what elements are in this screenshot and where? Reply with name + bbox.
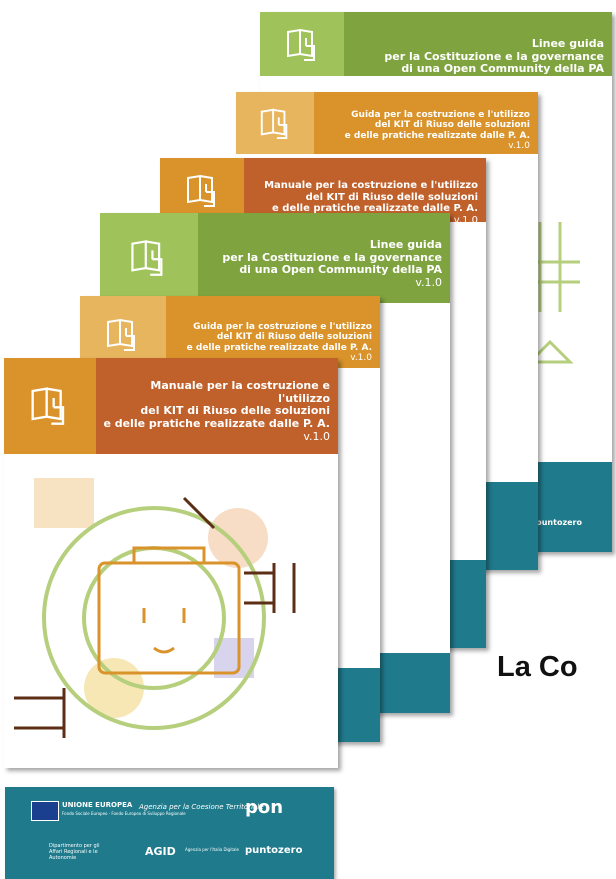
book-hand-icon — [187, 174, 215, 207]
card-version: v.1.0 — [577, 74, 604, 88]
book-icon-box — [236, 92, 314, 154]
card-title-line: e delle pratiche realizzate dalle P. A. — [272, 203, 478, 214]
card-title-line: del KIT di Riuso delle soluzioni — [374, 120, 530, 131]
agid-logo: AGID — [145, 845, 176, 858]
dept-logo: Dipartimento per gli Affari Regionali e … — [49, 843, 100, 861]
card-title-line: Linee guida — [531, 37, 604, 50]
card-version: v.1.0 — [508, 141, 530, 152]
card-title-line: Guida per la costruzione e l'utilizzo — [193, 322, 372, 332]
card-title-line: del KIT di Riuso delle soluzioni — [140, 404, 330, 418]
card-title-line: e delle pratiche realizzate dalle P. A. — [103, 416, 330, 430]
card-title-line: Linee guida — [369, 238, 442, 251]
card-title-line: di una Open Community della PA — [401, 62, 604, 76]
card-title-line: del KIT di Riuso delle soluzioni — [216, 332, 372, 343]
book-hand-icon — [287, 28, 315, 61]
card-title-line: del KIT di Riuso delle soluzioni — [305, 191, 478, 203]
card-title-line: Guida per la costruzione e l'utilizzo — [351, 110, 530, 120]
card-title-line: di una Open Community della PA — [239, 263, 442, 277]
pon-logo: pon — [245, 797, 284, 818]
book-hand-icon — [107, 318, 135, 351]
book-hand-icon — [260, 108, 288, 140]
toolbox-gear-illustration — [14, 478, 296, 738]
puntozero-logo: puntozero — [536, 518, 582, 527]
book-icon-box — [80, 296, 166, 368]
eu-logo-subtitle: Fondo Sociale Europeo · Fondo Europeo di… — [62, 811, 186, 816]
agid-logo-subtitle: Agenzia per l'Italia Digitale — [185, 847, 239, 852]
agency-logo: Agenzia per la Coesione Territoriale — [139, 803, 264, 811]
book-icon-box — [260, 12, 344, 76]
book-icon-box — [4, 358, 96, 454]
doc-cover-manuale-kit-front: Manuale per la costruzione e l'utilizzo … — [4, 358, 338, 768]
card-version: v.1.0 — [453, 214, 478, 226]
book-hand-icon — [131, 240, 163, 276]
book-icon-box — [160, 158, 244, 222]
card-title-line: per la Costituzione e la governance — [384, 49, 604, 63]
card-title-line: e delle pratiche realizzate dalle P. A. — [344, 130, 530, 141]
book-icon-box — [100, 213, 198, 303]
sponsor-logos-strip: UNIONE EUROPEA Fondo Sociale Europeo · F… — [5, 787, 334, 879]
card-version: v.1.0 — [350, 353, 372, 364]
card-title-line: e delle pratiche realizzate dalle P. A. — [186, 342, 372, 353]
card-title-line: Manuale per la costruzione e l'utilizzo — [150, 379, 330, 405]
card-version: v.1.0 — [415, 275, 442, 289]
puntozero-logo: puntozero — [245, 845, 303, 856]
cover-illustration — [526, 222, 580, 364]
card-version: v.1.0 — [303, 429, 330, 443]
page-heading-partial: La Co — [497, 651, 578, 683]
book-hand-icon — [31, 387, 65, 425]
eu-flag-icon — [31, 801, 59, 821]
card-title-line: Manuale per la costruzione e l'utilizzo — [264, 180, 478, 191]
card-title-line: per la Costituzione e la governance — [222, 250, 442, 264]
eu-logo: UNIONE EUROPEA — [62, 801, 133, 809]
